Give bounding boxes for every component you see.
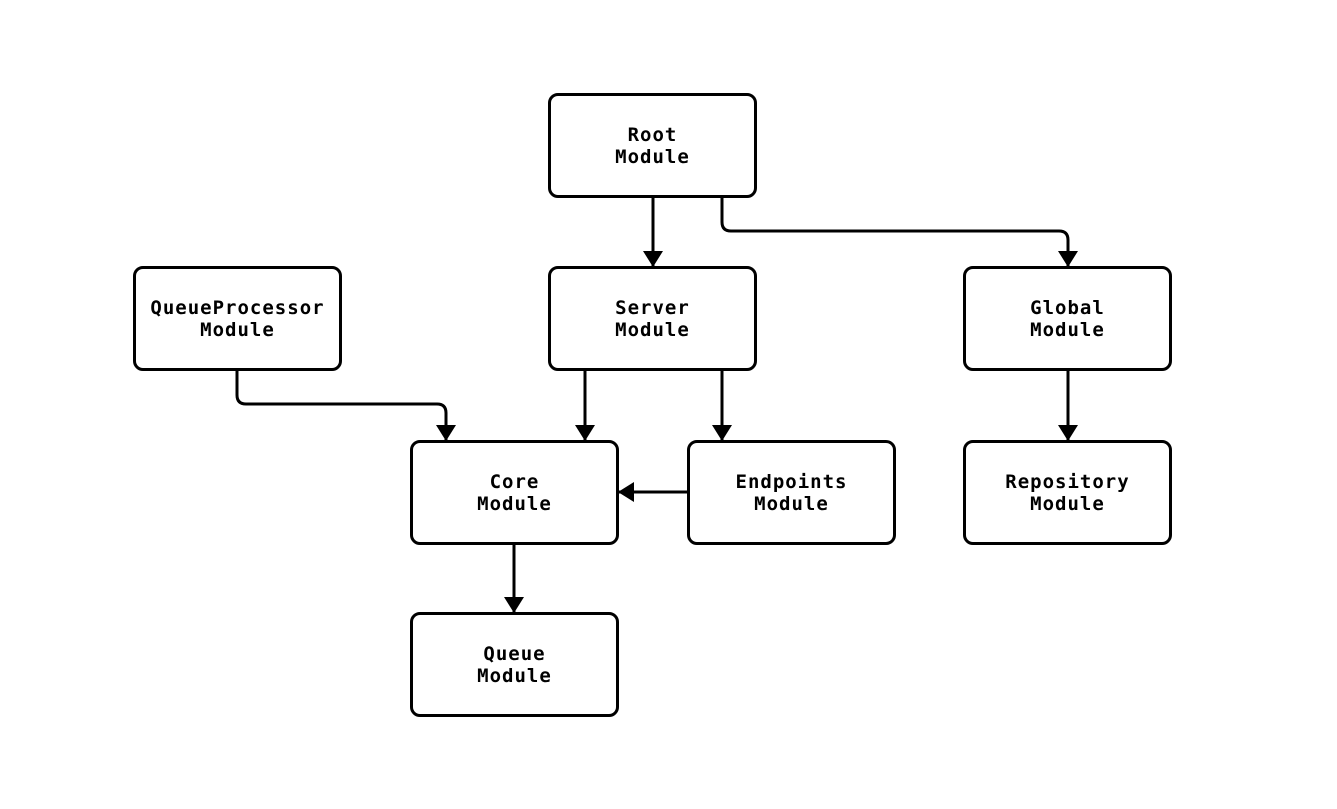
module-node-label: Global Module xyxy=(1030,296,1105,341)
module-node-global: Global Module xyxy=(963,266,1172,371)
module-node-endpoints: Endpoints Module xyxy=(687,440,896,545)
module-node-queueprocessor: QueueProcessor Module xyxy=(133,266,342,371)
module-node-label: QueueProcessor Module xyxy=(150,296,325,341)
edge-group xyxy=(235,198,1078,613)
module-node-repository: Repository Module xyxy=(963,440,1172,545)
module-node-core: Core Module xyxy=(410,440,619,545)
module-node-label: Server Module xyxy=(615,296,690,341)
module-node-queue: Queue Module xyxy=(410,612,619,717)
module-node-label: Endpoints Module xyxy=(735,470,848,515)
module-node-label: Repository Module xyxy=(1005,470,1130,515)
module-node-label: Queue Module xyxy=(477,642,552,687)
module-node-label: Core Module xyxy=(477,470,552,515)
module-node-server: Server Module xyxy=(548,266,757,371)
module-node-label: Root Module xyxy=(615,123,690,168)
edge-queueprocessor-to-core xyxy=(235,371,456,441)
edge-root-to-global xyxy=(720,198,1078,267)
module-node-root: Root Module xyxy=(548,93,757,198)
